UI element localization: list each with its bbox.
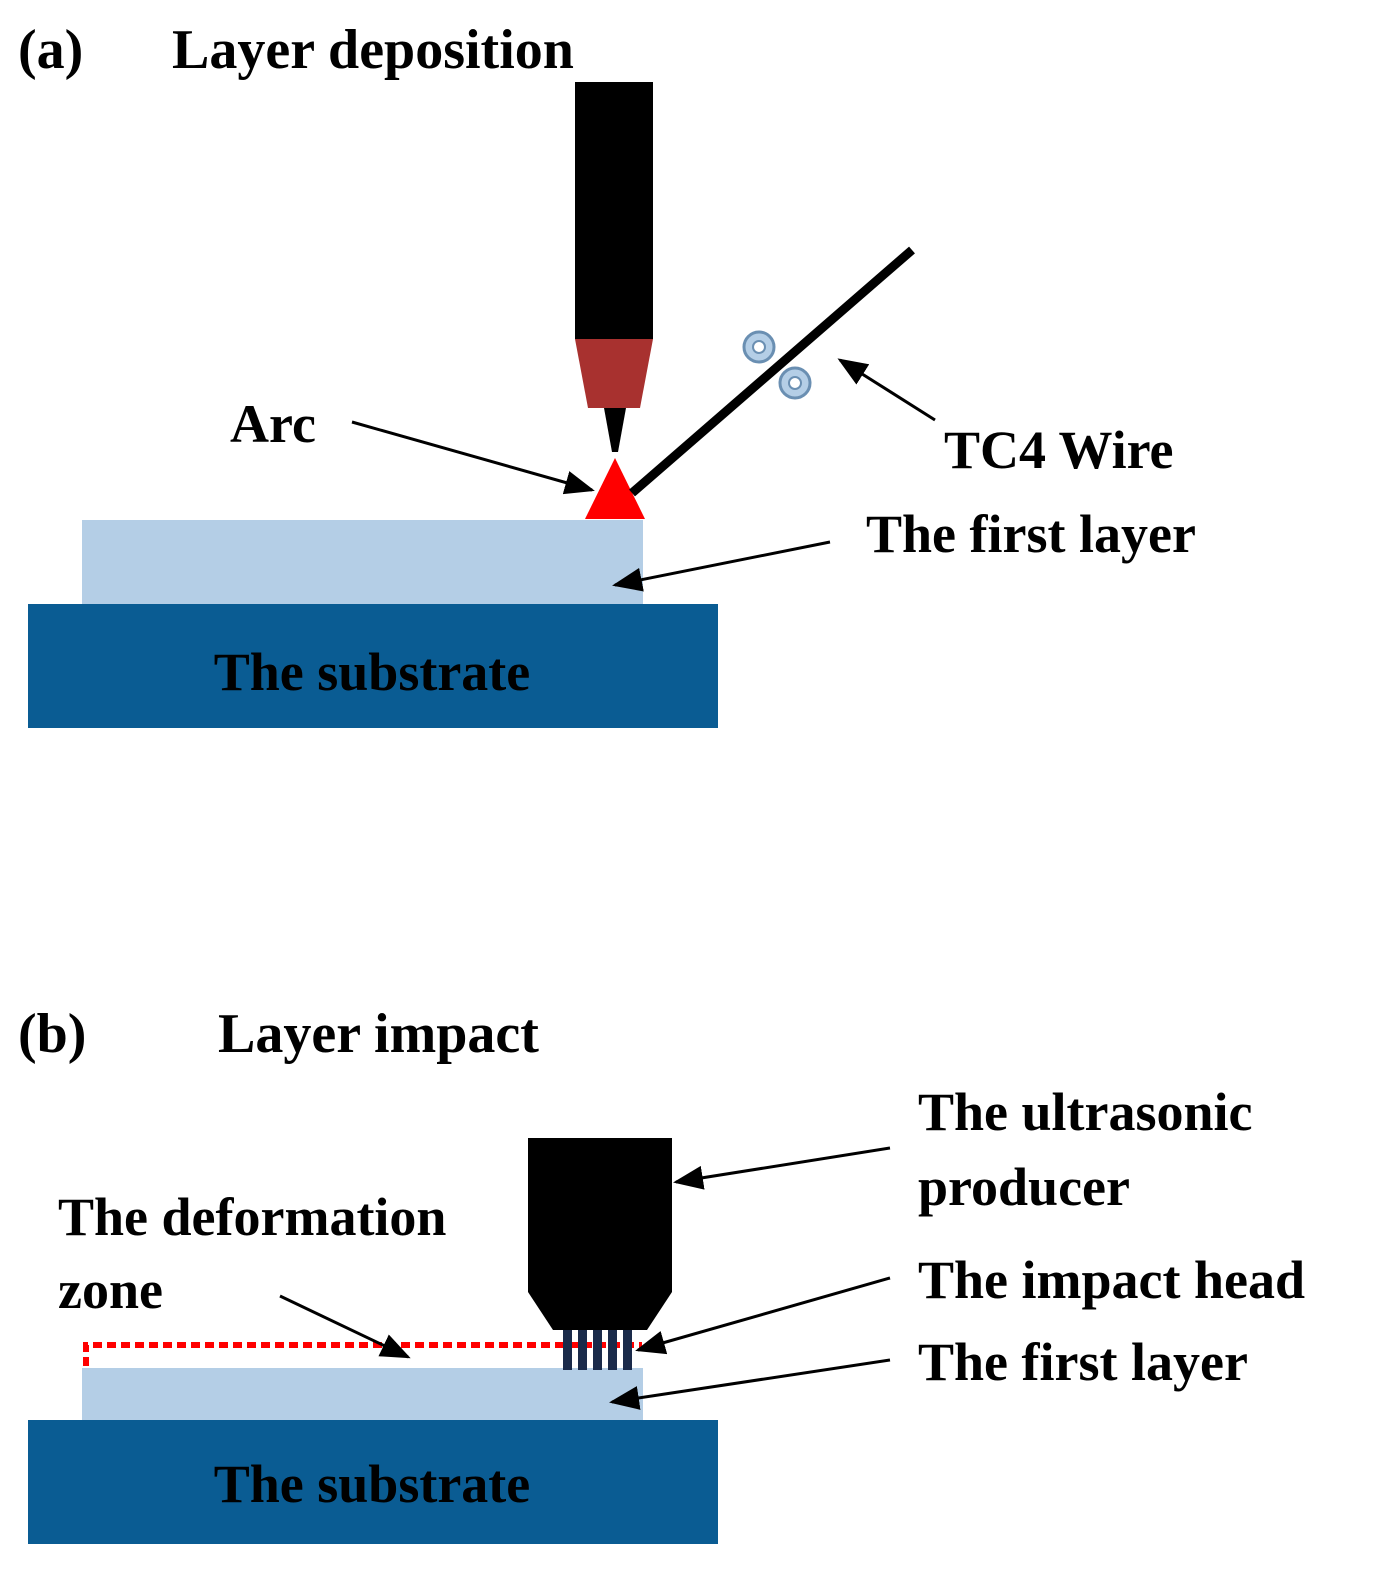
ultrasonic-producer [528, 1138, 672, 1330]
electrode-tip [604, 408, 626, 452]
first-layer-b [82, 1368, 643, 1420]
substrate-a [28, 604, 718, 728]
impact-head-label: The impact head [918, 1250, 1305, 1310]
feed-roller-1-hub [752, 340, 766, 354]
deformation-arrow [279, 1294, 411, 1359]
panel-b: (b) Layer impact The substrate The ultra… [18, 1003, 1305, 1544]
impact-pin [623, 1330, 632, 1370]
ultrasonic-arrow [673, 1146, 891, 1190]
deformation-zone-outline [83, 1342, 642, 1366]
torch-nozzle [575, 339, 653, 408]
ultrasonic-label-line2: producer [918, 1157, 1130, 1217]
wire-arrow [837, 358, 936, 422]
panel-a-tag: (a) [18, 19, 83, 81]
first-layer-a [82, 520, 643, 604]
impact-head-arrow [635, 1276, 891, 1355]
torch-body [575, 82, 653, 339]
panel-b-title: Layer impact [218, 1003, 539, 1065]
first-layer-a-arrow [612, 540, 831, 592]
arc-label: Arc [230, 394, 316, 454]
substrate-a-label: The substrate [214, 642, 531, 702]
wire-label: TC4 Wire [944, 420, 1174, 480]
feed-roller-2-hub [788, 376, 802, 390]
ultrasonic-label-line1: The ultrasonic [918, 1082, 1253, 1142]
arc-shape [585, 458, 645, 519]
tc4-wire [629, 246, 915, 497]
arc-arrow [351, 420, 595, 495]
panel-a-title: Layer deposition [172, 19, 574, 81]
deformation-label-line2: zone [58, 1260, 163, 1320]
impact-pin [608, 1330, 617, 1370]
substrate-b-label: The substrate [214, 1454, 531, 1514]
first-layer-a-label: The first layer [866, 504, 1196, 564]
panel-b-tag: (b) [18, 1003, 86, 1065]
impact-pin [563, 1330, 572, 1370]
panel-a: (a) Layer deposition The substrate Arc T… [18, 19, 1196, 728]
impact-pin [593, 1330, 602, 1370]
substrate-b [28, 1420, 718, 1544]
first-layer-b-arrow [609, 1358, 891, 1410]
deformation-label-line1: The deformation [58, 1187, 446, 1247]
first-layer-b-label: The first layer [918, 1332, 1248, 1392]
impact-pin [578, 1330, 587, 1370]
impact-head [563, 1330, 632, 1370]
